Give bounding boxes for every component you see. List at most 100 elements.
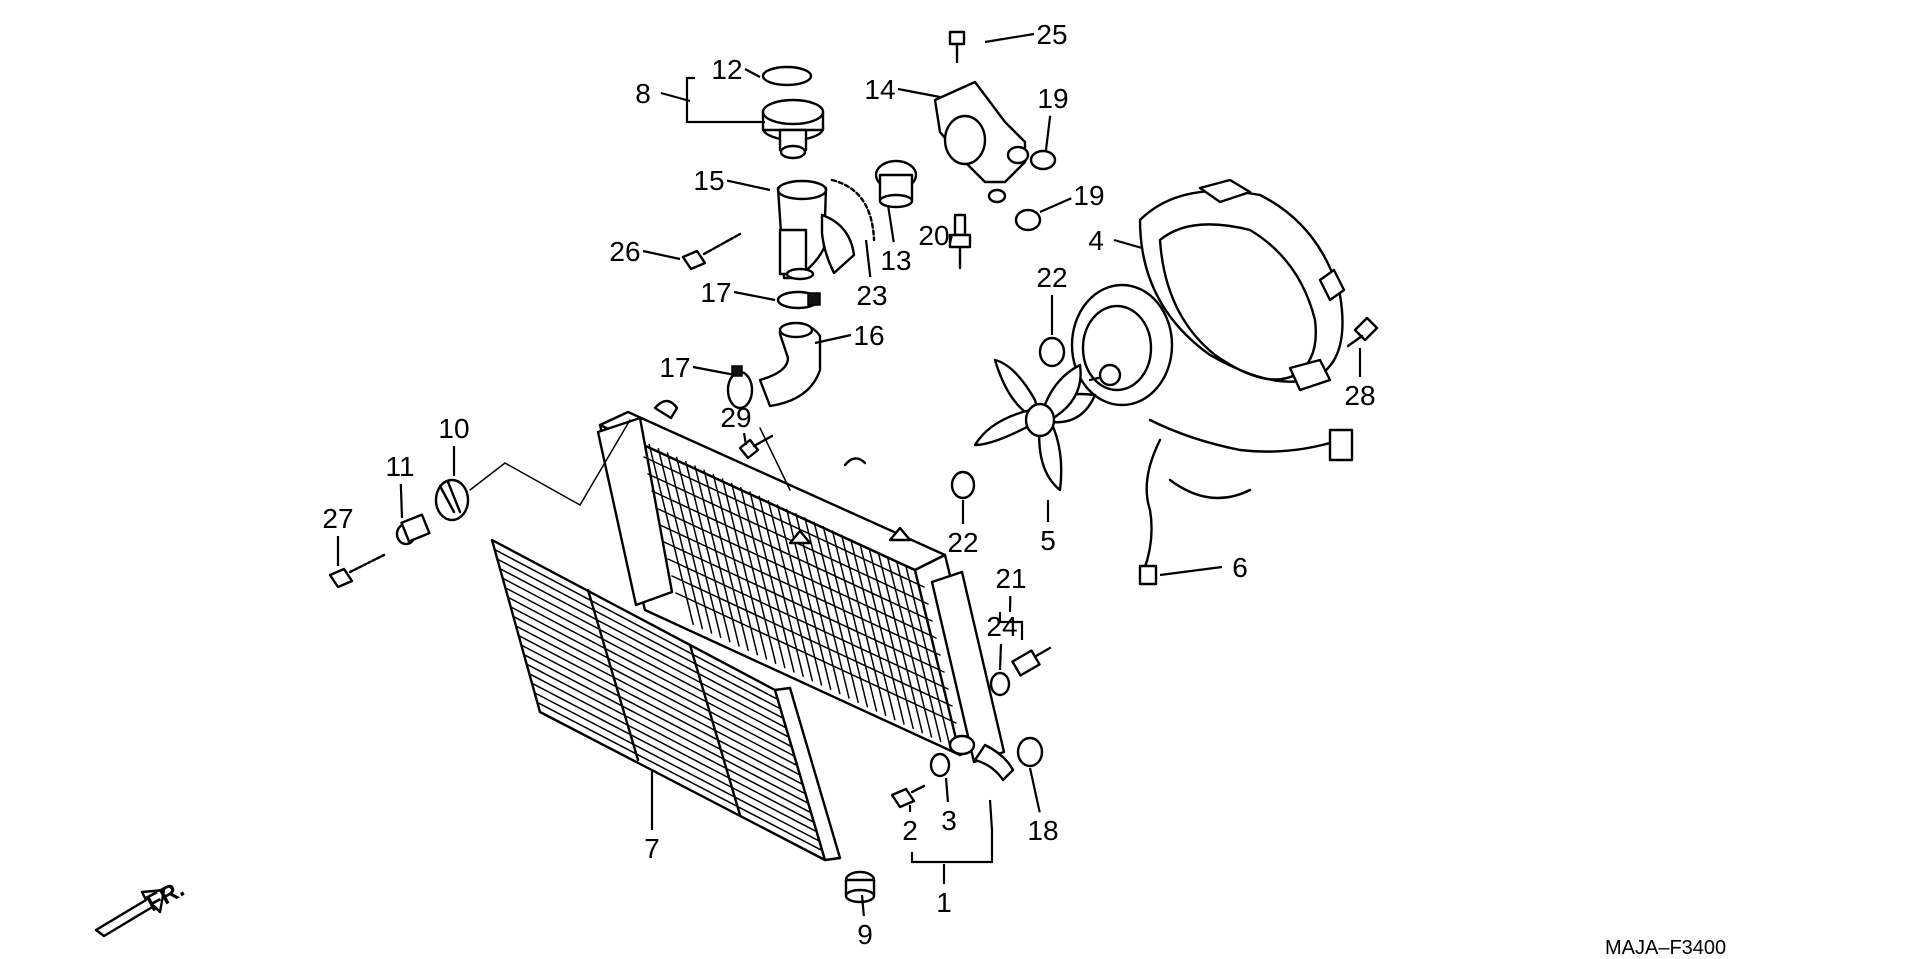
grille-slat: [515, 625, 801, 776]
bolt-26: [681, 232, 742, 271]
radiator-fin: [663, 541, 945, 673]
callout-number: 29: [720, 402, 751, 433]
callout-number: 6: [1232, 552, 1248, 583]
radiator-fin: [694, 465, 740, 647]
radiator-fin: [886, 556, 933, 738]
callout-c3: 3: [941, 777, 957, 836]
grille-slat: [504, 587, 790, 738]
radiator-fin: [776, 504, 823, 686]
callout-number: 15: [693, 165, 724, 196]
callout-leader: [726, 179, 771, 192]
callout-c27: 27: [322, 503, 354, 566]
callout-number: 19: [1037, 83, 1068, 114]
drain-bolt-2: [890, 784, 926, 809]
grille-slat: [536, 701, 823, 852]
fan-motor: [1070, 283, 1174, 407]
clamp-19-lower: [1014, 208, 1042, 232]
grille-slat: [499, 567, 785, 720]
drawing-code: MAJA–F3400: [1605, 937, 1726, 959]
callout-c14: 14: [864, 74, 941, 105]
radiator-fin: [758, 495, 804, 678]
bolt-29: [738, 427, 791, 491]
grille-slat: [496, 558, 782, 710]
callout-c19: 19: [1037, 83, 1069, 151]
radiator-fin: [831, 530, 878, 712]
callout-number: 4: [1088, 225, 1104, 256]
radiator-fin: [721, 478, 768, 660]
callout-number: 8: [635, 78, 651, 109]
callout-c16: 16: [814, 320, 885, 351]
callout-number: 1: [936, 887, 952, 918]
callout-leader: [984, 32, 1035, 44]
radiator-fin: [651, 490, 933, 622]
direction-label: FR.: [142, 875, 189, 917]
nut-22-upper: [1038, 336, 1066, 368]
fan-switch-21: [1011, 646, 1052, 677]
radiator-fin: [671, 575, 953, 707]
callout-number: 17: [659, 352, 690, 383]
callout-number: 22: [1036, 262, 1067, 293]
callout-c22b: 22: [947, 500, 979, 558]
callout-number: 18: [1027, 815, 1058, 846]
callout-c5: 5: [1040, 500, 1056, 556]
callout-leader: [897, 87, 941, 99]
coolant-hose-16: [758, 321, 822, 408]
callout-number: 11: [385, 451, 414, 482]
bolt-25: [948, 30, 966, 64]
radiator-fin: [666, 452, 713, 634]
callout-leader: [1159, 565, 1223, 577]
hose-clamp-17-lower: [726, 365, 754, 410]
callout-number: 2: [902, 815, 918, 846]
radiator-fin: [643, 456, 925, 588]
collar-11: [395, 513, 431, 546]
callout-leader: [944, 777, 950, 803]
callout-number: 20: [918, 220, 949, 251]
callout-number: 14: [864, 74, 895, 105]
callout-number: 10: [438, 413, 469, 444]
callout-number: 17: [700, 277, 731, 308]
callout-leader: [1028, 767, 1041, 813]
clamp-19-upper: [1029, 149, 1057, 171]
callout-leader: [886, 204, 895, 243]
callout-c25: 25: [984, 19, 1068, 50]
grille-slat: [523, 653, 810, 805]
hose-clamp-17-upper: [776, 290, 821, 310]
fan-blade: [973, 358, 1097, 492]
callout-c10: 10: [438, 413, 470, 476]
grille-slat: [509, 606, 796, 757]
callout-leader: [733, 290, 776, 302]
callout-number: 22: [947, 527, 978, 558]
callout-number: 12: [711, 54, 742, 85]
radiator-fin: [740, 486, 786, 669]
radiator: [596, 399, 1015, 782]
callout-c23: 23: [856, 239, 888, 311]
bolt-28: [1346, 316, 1379, 348]
callout-number: 5: [1040, 525, 1056, 556]
callout-number: 26: [609, 236, 640, 267]
radiator-fin: [730, 482, 777, 665]
radiator-fin: [659, 524, 941, 656]
radiator-fin: [675, 456, 722, 639]
radiator-fin: [804, 517, 850, 699]
washer-3: [929, 752, 951, 778]
thermostat-13: [874, 159, 918, 209]
callout-c12: 12: [711, 54, 761, 85]
fan-shroud: [1138, 178, 1346, 392]
callout-number: 28: [1344, 380, 1375, 411]
radiator-fin: [850, 538, 896, 721]
callout-c13: 13: [880, 204, 912, 276]
callout-number: 25: [1036, 19, 1067, 50]
callout-leader: [814, 333, 852, 345]
washer-24: [989, 671, 1011, 697]
callout-leader: [1113, 238, 1143, 250]
thermostat-housing: [933, 80, 1030, 204]
gasket-23: [830, 178, 876, 242]
callout-c6: 6: [1159, 552, 1248, 583]
grille-slat: [531, 682, 818, 833]
callout-leader: [642, 249, 681, 261]
callout-number: 23: [856, 280, 887, 311]
radiator-fin: [859, 543, 905, 725]
callout-number: 24: [986, 611, 1017, 642]
